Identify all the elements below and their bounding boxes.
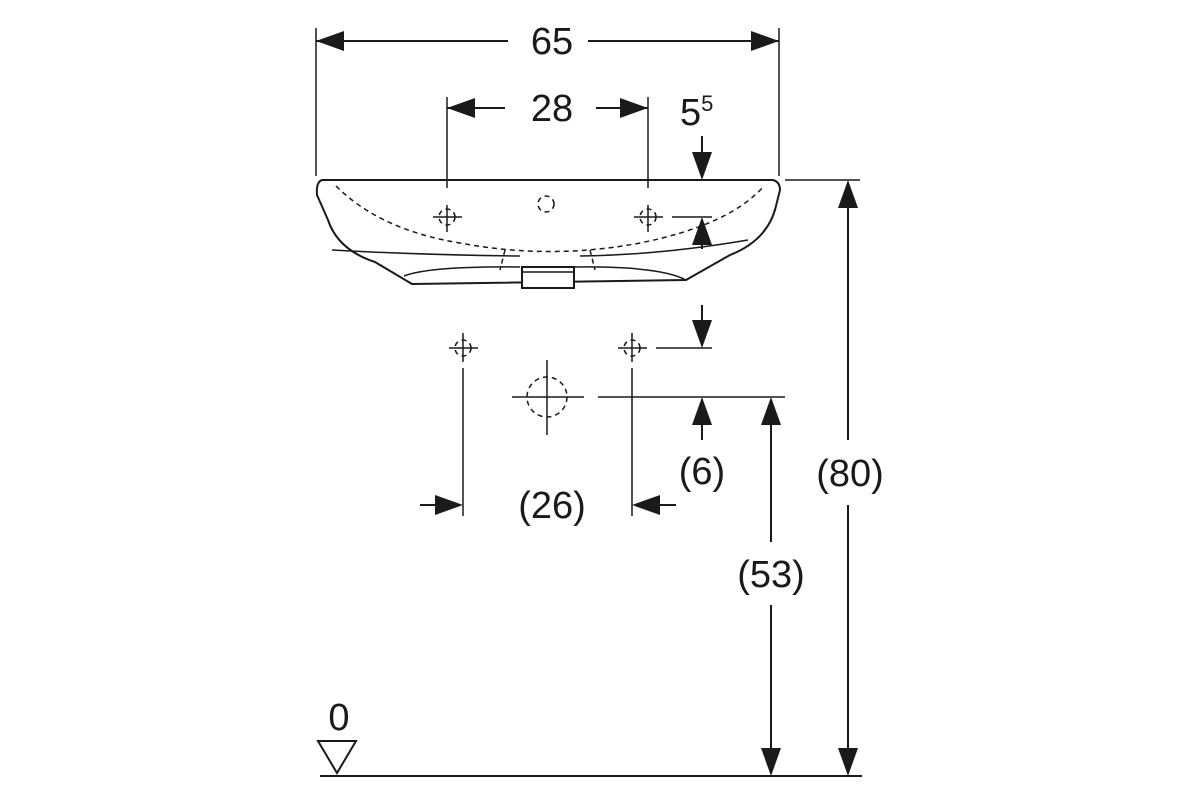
overflow-hole: [537, 195, 555, 213]
washbasin-outline: [315, 179, 782, 289]
extension-lines: [315, 28, 860, 516]
supply-point-right: [618, 333, 647, 362]
floor-level-label: 0: [328, 697, 349, 739]
rim-height-label: (80): [816, 453, 884, 495]
dimension-rim-height: (80): [816, 180, 884, 776]
dimension-rim-thickness: 55: [680, 91, 713, 249]
waste-connection-point: [512, 360, 584, 435]
level-triangle-icon: [316, 740, 358, 775]
dimension-supply-offset: (6): [679, 305, 725, 493]
dimension-tap-hole-spacing: 28: [447, 88, 648, 130]
rim-thickness-label: 55: [680, 91, 713, 134]
tap-hole-right: [634, 205, 663, 232]
dimension-overall-width: 65: [316, 21, 779, 63]
tap-hole-left: [433, 205, 462, 232]
overall-width-label: 65: [531, 21, 573, 63]
tap-hole-spacing-label: 28: [531, 88, 573, 130]
waste-height-label: (53): [737, 554, 805, 596]
supply-spacing-label: (26): [518, 485, 586, 527]
dimension-waste-height: (53): [737, 397, 805, 776]
dimension-supply-spacing: (26): [420, 485, 676, 527]
waste-outlet: [521, 266, 575, 289]
supply-point-left: [449, 333, 478, 362]
supply-offset-label: (6): [679, 451, 725, 493]
floor-level-marker: 0: [316, 697, 862, 777]
